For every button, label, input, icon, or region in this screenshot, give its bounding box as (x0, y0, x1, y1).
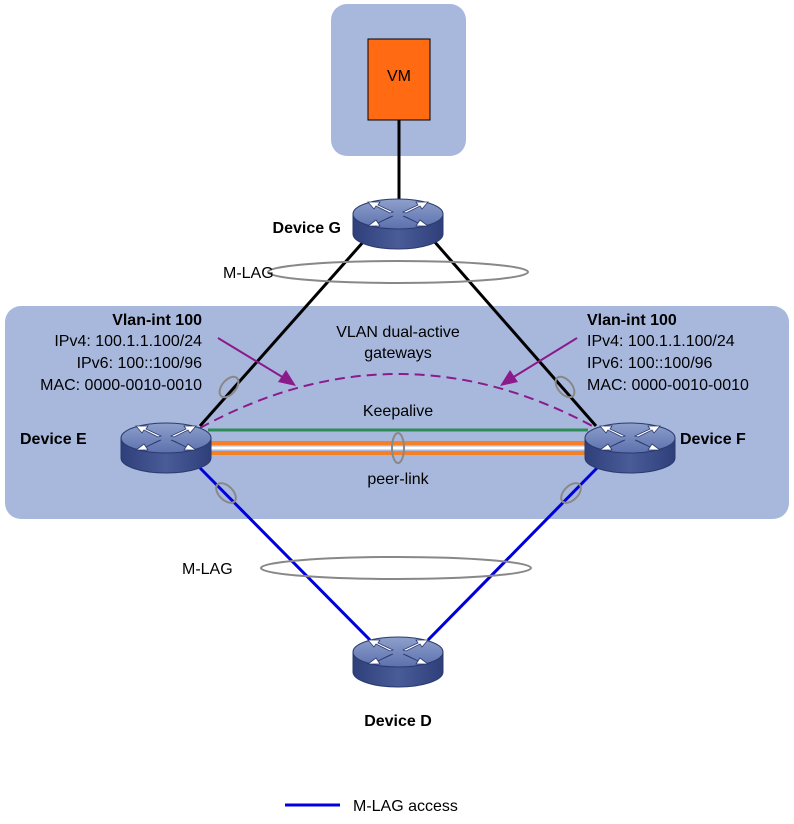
gateway-label-line1: VLAN dual-active (336, 324, 460, 341)
left-mac: MAC: 0000-0010-0010 (40, 377, 202, 394)
f-uplink-ellipse (554, 375, 576, 399)
device-d-icon[interactable] (352, 636, 444, 688)
m-lag-top-label: M-LAG (223, 265, 274, 282)
right-ipv6: IPv6: 100::100/96 (587, 355, 713, 372)
link-g-e (198, 231, 374, 427)
right-pointer-arrow (500, 337, 578, 386)
vm-label: VM (387, 68, 411, 85)
f-downlink-ellipse (560, 482, 582, 504)
peer-link-label: peer-link (367, 471, 429, 488)
e-downlink-ellipse (215, 482, 237, 504)
peer-link-ellipse (391, 432, 405, 464)
m-lag-bottom-ellipse (260, 556, 532, 580)
m-lag-top-ellipse (267, 260, 529, 284)
gateway-arc (199, 373, 597, 429)
right-ipv4: IPv4: 100.1.1.100/24 (587, 333, 735, 350)
legend-label: M-LAG access (353, 798, 458, 815)
right-mac: MAC: 0000-0010-0010 (587, 377, 749, 394)
device-g-label: Device G (273, 220, 341, 237)
device-f-icon[interactable] (584, 422, 676, 474)
keepalive-label: Keepalive (363, 403, 433, 420)
left-ipv6: IPv6: 100::100/96 (77, 355, 203, 372)
device-d-label: Device D (364, 713, 432, 730)
gateway-label-line2: gateways (364, 345, 432, 362)
left-pointer-arrow (217, 337, 296, 386)
e-uplink-ellipse (218, 375, 240, 399)
device-e-icon[interactable] (120, 422, 212, 474)
m-lag-bottom-label: M-LAG (182, 561, 233, 578)
access-link-e-d[interactable] (198, 466, 372, 642)
device-f-label: Device F (680, 431, 746, 448)
left-vlan-title: Vlan-int 100 (112, 312, 202, 329)
vm-box (367, 38, 431, 121)
left-ipv4: IPv4: 100.1.1.100/24 (54, 333, 202, 350)
link-g-f (424, 231, 598, 427)
device-e-label: Device E (20, 431, 87, 448)
right-vlan-title: Vlan-int 100 (587, 312, 677, 329)
device-g-icon[interactable] (352, 198, 444, 250)
access-link-f-d[interactable] (426, 466, 599, 642)
